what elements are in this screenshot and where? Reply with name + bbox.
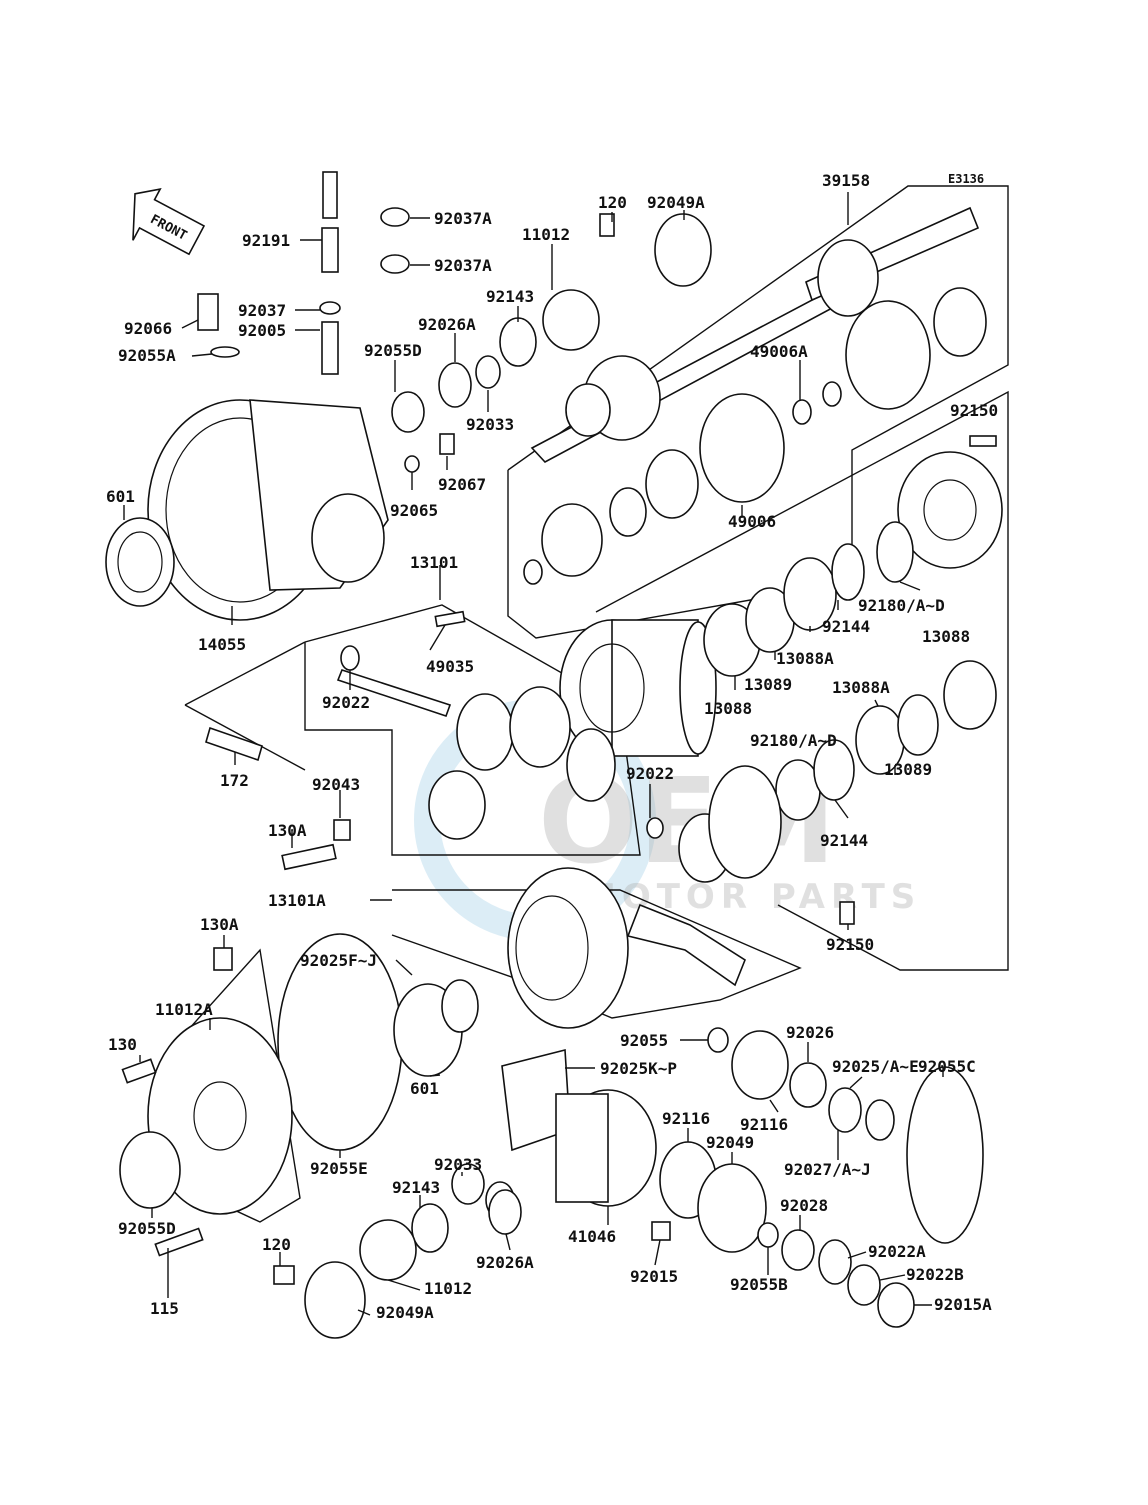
part-label: 92180/A~D xyxy=(750,731,837,750)
part-labels: 39158 E3136 120 92049A 11012 92143 92037… xyxy=(106,171,998,1322)
part-label: 11012A xyxy=(155,1000,213,1019)
part-label: 13101A xyxy=(268,891,326,910)
part-label: 41046 xyxy=(568,1227,616,1246)
part-label: 92065 xyxy=(390,501,438,520)
part-label: 92037A xyxy=(434,209,492,228)
part-label: 92049 xyxy=(706,1133,754,1152)
part-label: 92055A xyxy=(118,346,176,365)
part-label: 92025F~J xyxy=(300,951,377,970)
part-label: 92015A xyxy=(934,1295,992,1314)
part-label: 92055D xyxy=(364,341,422,360)
part-label: 92066 xyxy=(124,319,172,338)
part-label: 92055E xyxy=(310,1159,368,1178)
part-label: 13088A xyxy=(776,649,834,668)
part-label: 92025/A~E xyxy=(832,1057,919,1076)
part-label: 172 xyxy=(220,771,249,790)
part-label: 92150 xyxy=(826,935,874,954)
part-label: 92143 xyxy=(486,287,534,306)
part-label: 130 xyxy=(108,1035,137,1054)
part-label: 92116 xyxy=(662,1109,710,1128)
part-label: 92055D xyxy=(118,1219,176,1238)
part-label: 49006 xyxy=(728,512,776,531)
part-label: 13089 xyxy=(744,675,792,694)
part-label: 130A xyxy=(200,915,239,934)
part-label: 601 xyxy=(106,487,135,506)
part-label: 92026A xyxy=(476,1253,534,1272)
part-label: 49035 xyxy=(426,657,474,676)
part-label: 92067 xyxy=(438,475,486,494)
part-label: 92033 xyxy=(466,415,514,434)
cv-boots xyxy=(523,287,987,585)
top-small-parts xyxy=(197,171,712,473)
part-label: 92037A xyxy=(434,256,492,275)
part-label: 92055C xyxy=(918,1057,976,1076)
part-label: 13089 xyxy=(884,760,932,779)
part-label: 92025K~P xyxy=(600,1059,677,1078)
part-label: 92116 xyxy=(740,1115,788,1134)
part-label: 92005 xyxy=(238,321,286,340)
part-label: 13088A xyxy=(832,678,890,697)
gears-and-pins xyxy=(205,610,664,871)
part-label: 92144 xyxy=(822,617,870,636)
part-label: 11012 xyxy=(424,1279,472,1298)
part-label: 92026 xyxy=(786,1023,834,1042)
ring-gear-pinion xyxy=(507,867,746,1029)
part-label: 39158 xyxy=(822,171,870,190)
part-label: 130A xyxy=(268,821,307,840)
part-label: 92180/A~D xyxy=(858,596,945,615)
part-label: 92049A xyxy=(376,1303,434,1322)
part-label: 92049A xyxy=(647,193,705,212)
part-label: 11012 xyxy=(522,225,570,244)
part-label: 601 xyxy=(410,1079,439,1098)
housing-14055 xyxy=(105,399,389,621)
part-label: 92037 xyxy=(238,301,286,320)
part-label: 92015 xyxy=(630,1267,678,1286)
part-label: 92026A xyxy=(418,315,476,334)
part-label: 92022 xyxy=(626,764,674,783)
part-label: 92150 xyxy=(950,401,998,420)
part-label: 115 xyxy=(150,1299,179,1318)
watermark-sub: MOTOR PARTS xyxy=(582,877,921,917)
part-label: 120 xyxy=(262,1235,291,1254)
part-label: 13101 xyxy=(410,553,458,572)
part-label: 14055 xyxy=(198,635,246,654)
part-label: 92033 xyxy=(434,1155,482,1174)
plates-right xyxy=(703,521,997,821)
part-label: 49006A xyxy=(750,342,808,361)
part-label: 92027/A~J xyxy=(784,1160,871,1179)
part-label: 13088 xyxy=(922,627,970,646)
part-label: 92055B xyxy=(730,1275,788,1294)
part-label: 92191 xyxy=(242,231,290,250)
part-label: 92022A xyxy=(868,1242,926,1261)
part-label: 92043 xyxy=(312,775,360,794)
part-label: 92022 xyxy=(322,693,370,712)
part-label: 92055 xyxy=(620,1031,668,1050)
part-label: 92144 xyxy=(820,831,868,850)
leader-lines xyxy=(123,192,944,1316)
coupling-92150 xyxy=(678,765,855,925)
part-label: 92028 xyxy=(780,1196,828,1215)
diagram-code: E3136 xyxy=(948,172,984,186)
housing-41046 xyxy=(273,1027,984,1339)
part-label: 120 xyxy=(598,193,627,212)
flange-right xyxy=(897,435,1003,569)
drive-shaft-39158 xyxy=(530,206,980,463)
front-arrow-icon: FRONT xyxy=(132,187,206,256)
part-label: 92022B xyxy=(906,1265,964,1284)
part-label: 13088 xyxy=(704,699,752,718)
part-label: 92143 xyxy=(392,1178,440,1197)
